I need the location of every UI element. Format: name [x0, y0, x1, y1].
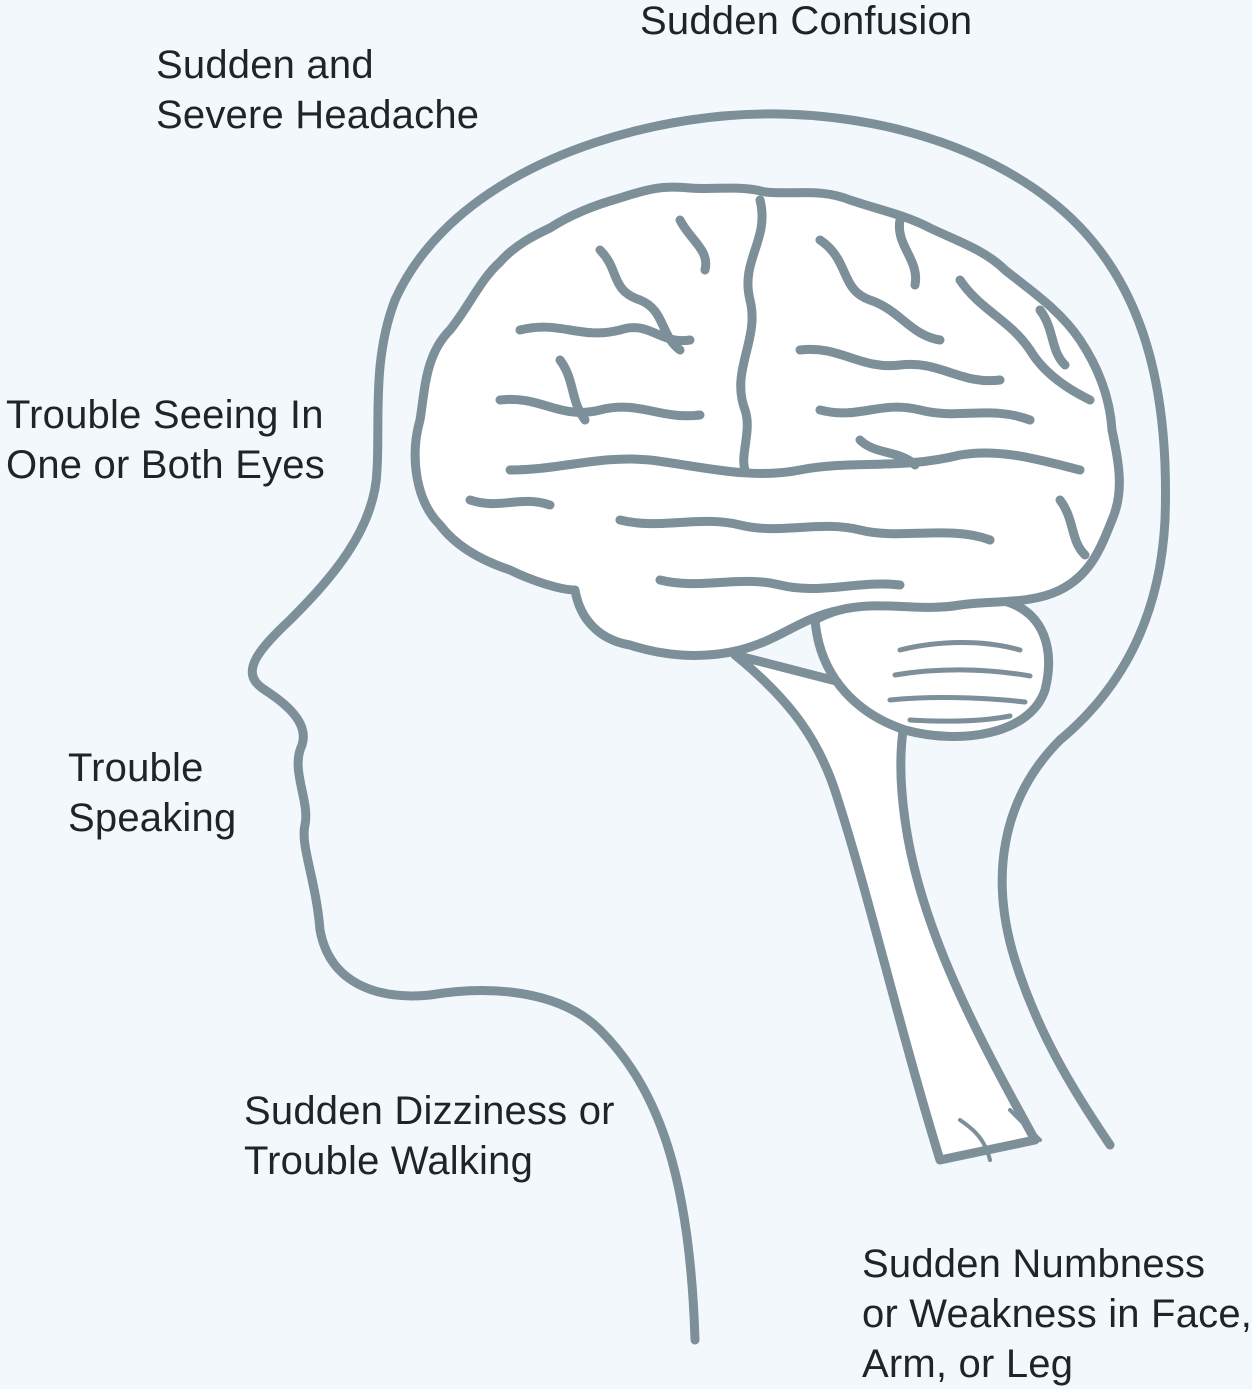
label-line: Trouble Seeing In — [6, 390, 325, 440]
label-line: Sudden Numbness — [862, 1239, 1252, 1289]
label-sudden-severe-headache: Sudden and Severe Headache — [156, 40, 479, 140]
label-line: Trouble Walking — [244, 1136, 615, 1186]
label-line: Sudden Confusion — [640, 0, 972, 46]
label-sudden-dizziness: Sudden Dizziness or Trouble Walking — [244, 1086, 615, 1186]
label-trouble-seeing: Trouble Seeing In One or Both Eyes — [6, 390, 325, 490]
label-line: Speaking — [68, 793, 236, 843]
label-line: or Weakness in Face, — [862, 1289, 1252, 1339]
label-line: One or Both Eyes — [6, 440, 325, 490]
label-sudden-numbness: Sudden Numbness or Weakness in Face, Arm… — [862, 1239, 1252, 1389]
label-line: Sudden and — [156, 40, 479, 90]
label-trouble-speaking: Trouble Speaking — [68, 743, 236, 843]
label-line: Arm, or Leg — [862, 1339, 1252, 1389]
label-line: Trouble — [68, 743, 236, 793]
label-sudden-confusion: Sudden Confusion — [640, 0, 972, 46]
label-line: Sudden Dizziness or — [244, 1086, 615, 1136]
label-line: Severe Headache — [156, 90, 479, 140]
